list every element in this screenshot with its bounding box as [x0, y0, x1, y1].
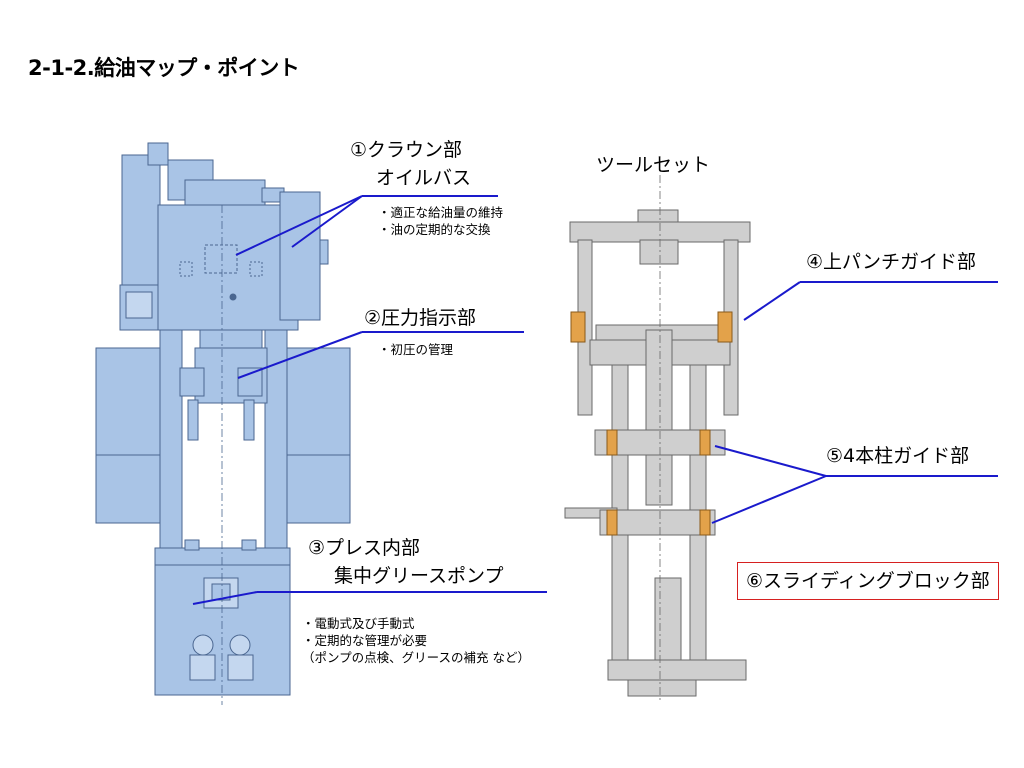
callout-3-notes: ・電動式及び手動式 ・定期的な管理が必要 （ポンプの点検、グリースの補充 など） — [302, 615, 530, 666]
callout-5-underline — [826, 475, 998, 477]
callout-6-title: ⑥スライディングブロック部 — [737, 562, 999, 600]
callout-3-line2: 集中グリースポンプ — [334, 565, 504, 587]
callout-3-line1: ③プレス内部 — [308, 537, 421, 559]
callout-1-line2: オイルバス — [376, 167, 472, 189]
callout-3-note: ・定期的な管理が必要 — [302, 633, 428, 648]
callout-2-underline — [362, 331, 524, 333]
callout-3-underline — [257, 591, 547, 593]
callout-4-title: ④上パンチガイド部 — [806, 251, 976, 273]
callout-2-note: ・初圧の管理 — [378, 342, 454, 357]
callout-3-title: ③プレス内部 集中グリースポンプ — [308, 536, 503, 588]
callout-1-underline — [362, 195, 498, 197]
callout-4-underline — [800, 281, 998, 283]
callout-5-title: ⑤4本柱ガイド部 — [826, 445, 970, 467]
page-title: 2-1-2.給油マップ・ポイント — [28, 56, 300, 80]
callout-1-notes: ・適正な給油量の維持 ・油の定期的な交換 — [378, 204, 503, 238]
right-weight — [284, 347, 351, 524]
tool-set-label: ツールセット — [596, 154, 711, 176]
callout-2-notes: ・初圧の管理 — [378, 341, 453, 358]
left-weight — [95, 347, 162, 524]
callout-3-note: ・電動式及び手動式 — [302, 616, 415, 631]
callout-2-title: ②圧力指示部 — [364, 307, 477, 329]
callout-1-note: ・油の定期的な交換 — [378, 222, 491, 237]
callout-1-note: ・適正な給油量の維持 — [378, 205, 504, 220]
callout-1-line1: ①クラウン部 — [350, 139, 463, 161]
callout-1-title: ①クラウン部 オイルバス — [350, 138, 471, 190]
callout-3-note: （ポンプの点検、グリースの補充 など） — [302, 650, 530, 665]
